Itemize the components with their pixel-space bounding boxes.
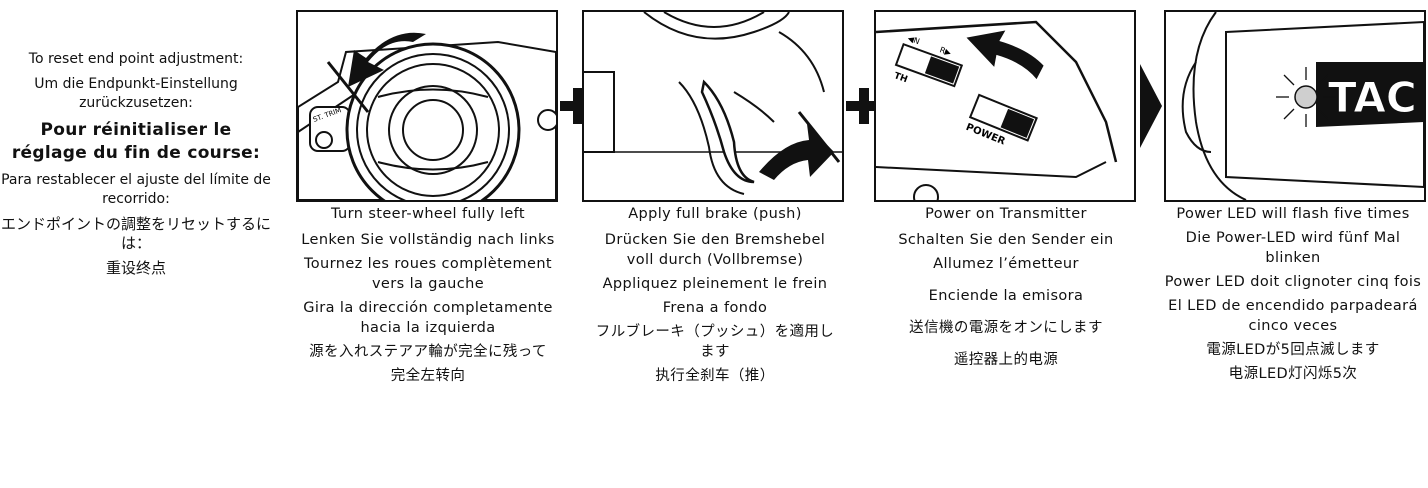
step-4-es: El LED de encendido parpadeará cinco vec… [1168, 298, 1418, 334]
intro-fr: Pour réinitialiser le réglage du fin de … [11, 120, 261, 163]
power-switch-illustration: ◀N R▶ TH POWER [874, 10, 1136, 202]
switch-n-label: N [912, 36, 921, 47]
step-1-es: Gira la dirección completamente hacia la… [303, 300, 553, 336]
step-2-de: Drücken Sie den Bremshebel voll durch (V… [604, 232, 826, 268]
step-4-fr: Power LED doit clignoter cinq fois [1164, 274, 1422, 290]
step-4-de: Die Power-LED wird fünf Mal blinken [1185, 230, 1401, 266]
switch-r-label: R [938, 45, 947, 56]
plus-icon [560, 88, 596, 124]
intro-zh: 重设终点 [105, 259, 166, 277]
brake-trigger-illustration [582, 10, 844, 202]
intro-es: Para restablecer el ajuste del límite de… [1, 172, 271, 207]
step-2-zh: 执行全刹车（推） [655, 368, 775, 384]
step-3-zh: 遥控器上的电源 [953, 352, 1059, 368]
step-3-caption: Power on Transmitter Schalten Sie den Se… [878, 204, 1134, 374]
step-2-es: Frena a fondo [662, 300, 768, 316]
step-2-fr: Appliquez pleinement le frein [602, 276, 828, 292]
intro-ja: エンドポイントの調整をリセットするには： [0, 215, 271, 252]
step-1-caption: Turn steer-wheel fully left Lenken Sie v… [286, 204, 570, 390]
svg-text:R▶: R▶ [938, 45, 953, 58]
step-3-ja: 送信機の電源をオンにします [909, 320, 1103, 336]
intro-block: To reset end point adjustment: Um die En… [0, 50, 272, 284]
step-1-fr: Tournez les roues complètement vers la g… [303, 256, 553, 292]
step-3-en: Power on Transmitter [925, 206, 1087, 222]
step-3-es: Enciende la emisora [928, 288, 1084, 304]
step-1-en: Turn steer-wheel fully left [330, 206, 526, 222]
step-4-en: Power LED will flash five times [1176, 206, 1410, 222]
step-2-en: Apply full brake (push) [628, 206, 802, 222]
svg-text:◀N: ◀N [906, 34, 921, 47]
intro-en: To reset end point adjustment: [28, 51, 244, 67]
step-4-ja: 電源LEDが5回点滅します [1206, 342, 1380, 358]
step-1-zh: 完全左转向 [390, 368, 466, 384]
step-4-zh: 电源LED灯闪烁5次 [1228, 366, 1358, 382]
step-1-ja: 源を入れステアア輪が完全に残って [309, 344, 547, 360]
step-4-caption: Power LED will flash five times Die Powe… [1160, 204, 1426, 388]
step-2-caption: Apply full brake (push) Drücken Sie den … [592, 204, 838, 390]
steer-wheel-illustration: ST. TRIM [296, 10, 558, 202]
step-3-fr: Allumez l’émetteur [933, 256, 1079, 272]
tac-logo-text: TAC [1328, 73, 1417, 122]
switch-th-label: TH [892, 71, 908, 85]
step-3-de: Schalten Sie den Sender ein [898, 232, 1114, 248]
intro-de: Um die Endpunkt-Einstellung zurückzusetz… [34, 76, 238, 111]
led-illustration: TAC [1164, 10, 1426, 202]
next-arrow-icon [1140, 64, 1162, 148]
step-2-ja: フルブレーキ（プッシュ）を適用します [595, 324, 835, 360]
plus-icon [846, 88, 882, 124]
step-1-de: Lenken Sie vollständig nach links [301, 232, 555, 248]
